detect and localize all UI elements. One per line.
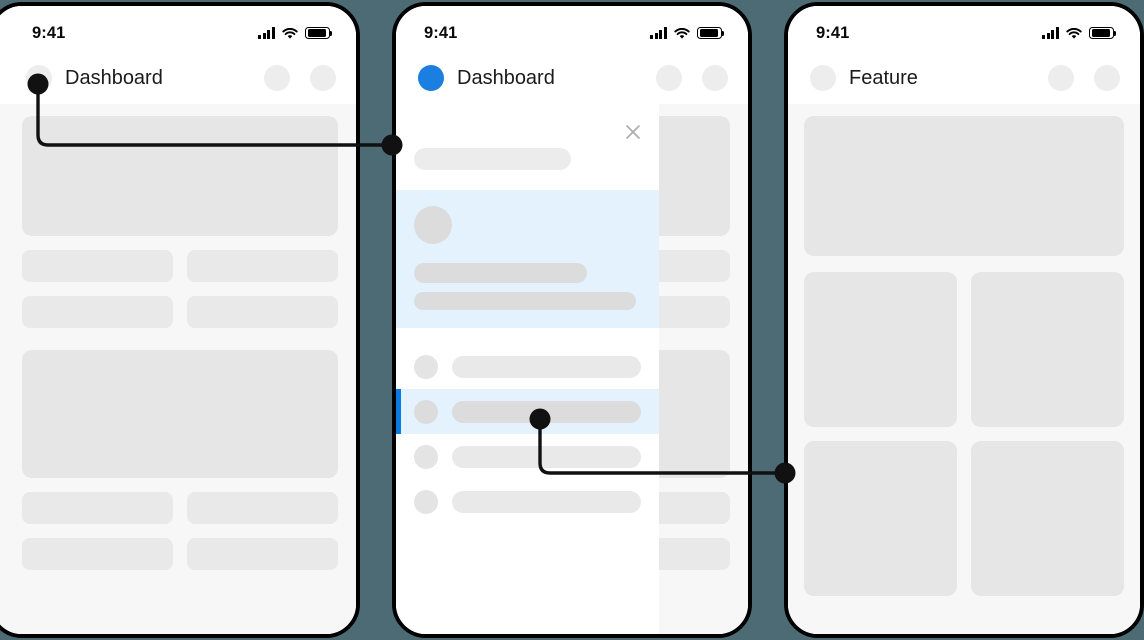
page-title: Feature bbox=[849, 66, 918, 89]
battery-fill bbox=[699, 29, 718, 37]
phone-screen-dashboard: 9:41 bbox=[0, 2, 360, 638]
feature-tile-grid bbox=[804, 272, 1124, 596]
feature-tile[interactable] bbox=[804, 272, 957, 427]
screen-surface: 9:41 bbox=[0, 6, 356, 634]
drawer-item-list bbox=[396, 328, 659, 524]
stat-cell[interactable] bbox=[22, 296, 173, 328]
action-dot-icon-1[interactable] bbox=[656, 65, 682, 91]
signal-icon bbox=[258, 27, 275, 40]
list-item-label bbox=[452, 445, 641, 468]
stat-cell[interactable] bbox=[22, 250, 173, 282]
hero-card-secondary[interactable] bbox=[22, 350, 338, 478]
app-bar: Dashboard bbox=[0, 52, 356, 104]
status-time: 9:41 bbox=[816, 23, 850, 42]
list-item-label bbox=[452, 400, 641, 423]
signal-icon bbox=[650, 27, 667, 40]
feature-tile[interactable] bbox=[971, 441, 1124, 596]
stat-cell[interactable] bbox=[22, 538, 173, 570]
stat-cell[interactable] bbox=[22, 492, 173, 524]
list-item-avatar bbox=[414, 399, 438, 424]
status-icons bbox=[650, 19, 725, 40]
stat-row-2 bbox=[22, 296, 338, 328]
status-time: 9:41 bbox=[32, 23, 66, 42]
action-dot-icon-1[interactable] bbox=[1048, 65, 1074, 91]
stat-cell[interactable] bbox=[187, 250, 338, 282]
search-input[interactable] bbox=[414, 148, 571, 170]
stat-row-4 bbox=[22, 538, 338, 570]
feature-tile[interactable] bbox=[804, 441, 957, 596]
wifi-icon bbox=[1066, 27, 1082, 39]
app-bar-actions bbox=[264, 65, 336, 91]
section-gap bbox=[22, 328, 338, 350]
action-dot-icon-1[interactable] bbox=[264, 65, 290, 91]
battery-fill bbox=[1091, 29, 1110, 37]
app-bar: Dashboard bbox=[396, 52, 748, 104]
menu-dot-icon[interactable] bbox=[418, 65, 444, 91]
page-title: Dashboard bbox=[65, 66, 163, 89]
action-dot-icon-2[interactable] bbox=[1094, 65, 1120, 91]
battery-icon bbox=[697, 26, 725, 40]
list-item-label bbox=[452, 490, 641, 513]
list-item-avatar bbox=[414, 489, 438, 514]
stat-row-3 bbox=[22, 492, 338, 524]
feature-body bbox=[788, 104, 1140, 634]
back-dot-icon[interactable] bbox=[810, 65, 836, 91]
list-item[interactable] bbox=[396, 479, 659, 524]
featured-subtitle-placeholder bbox=[414, 292, 636, 310]
list-item-avatar bbox=[414, 444, 438, 469]
list-item-selected[interactable] bbox=[396, 389, 659, 434]
phone-screen-feature: 9:41 bbox=[784, 2, 1144, 638]
stat-cell[interactable] bbox=[187, 492, 338, 524]
status-icons bbox=[1042, 19, 1117, 40]
action-dot-icon-2[interactable] bbox=[702, 65, 728, 91]
stat-cell[interactable] bbox=[187, 296, 338, 328]
status-bar: 9:41 bbox=[396, 6, 748, 52]
battery-icon bbox=[1089, 26, 1117, 40]
close-icon[interactable] bbox=[623, 122, 643, 142]
signal-icon bbox=[1042, 27, 1059, 40]
screen-surface: 9:41 bbox=[396, 6, 748, 634]
app-bar-actions bbox=[1048, 65, 1120, 91]
status-bar: 9:41 bbox=[788, 6, 1140, 52]
battery-fill bbox=[307, 29, 326, 37]
app-bar: Feature bbox=[788, 52, 1140, 104]
drawer-header bbox=[396, 104, 659, 190]
featured-title-placeholder bbox=[414, 263, 587, 283]
drawer-featured-card[interactable] bbox=[396, 190, 659, 328]
list-item[interactable] bbox=[396, 344, 659, 389]
wifi-icon bbox=[282, 27, 298, 39]
status-bar: 9:41 bbox=[0, 6, 356, 52]
navigation-drawer bbox=[396, 104, 659, 634]
battery-icon bbox=[305, 26, 333, 40]
list-item-avatar bbox=[414, 354, 438, 379]
feature-hero-card[interactable] bbox=[804, 116, 1124, 256]
dashboard-body bbox=[0, 104, 356, 634]
menu-dot-icon[interactable] bbox=[26, 65, 52, 91]
stat-cell[interactable] bbox=[187, 538, 338, 570]
avatar bbox=[414, 206, 452, 244]
action-dot-icon-2[interactable] bbox=[310, 65, 336, 91]
phone-screen-dashboard-drawer: 9:41 bbox=[392, 2, 752, 638]
page-title: Dashboard bbox=[457, 66, 555, 89]
app-bar-actions bbox=[656, 65, 728, 91]
status-icons bbox=[258, 19, 333, 40]
feature-tile[interactable] bbox=[971, 272, 1124, 427]
screen-surface: 9:41 bbox=[788, 6, 1140, 634]
hero-card[interactable] bbox=[22, 116, 338, 236]
list-item-label bbox=[452, 355, 641, 378]
list-item[interactable] bbox=[396, 434, 659, 479]
wifi-icon bbox=[674, 27, 690, 39]
stat-row-1 bbox=[22, 250, 338, 282]
status-time: 9:41 bbox=[424, 23, 458, 42]
